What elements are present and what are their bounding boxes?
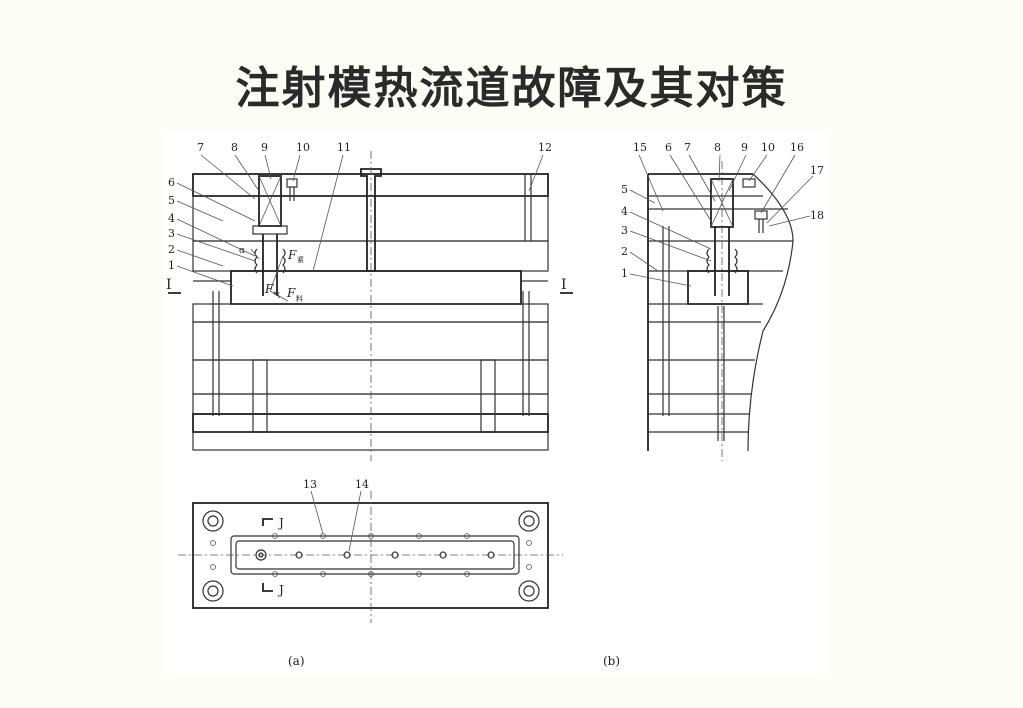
view-b-leaders [629, 154, 814, 287]
label-b-2: 2 [621, 245, 628, 258]
label-b-15: 15 [633, 141, 647, 154]
page-title: 注射模热流道故障及其对策 [235, 63, 788, 114]
label-b-1: 1 [621, 267, 628, 280]
hot-runner-mold-figure: 7 8 9 10 11 12 6 5 4 3 2 1 I I α F 紧 F 气 [163, 131, 828, 676]
mold-drawing: 7 8 9 10 11 12 6 5 4 3 2 1 I I α F 紧 F 气 [166, 141, 824, 668]
label-2: 2 [168, 243, 175, 256]
label-10: 10 [296, 141, 310, 154]
force-melt-sub: 料 [296, 294, 303, 303]
label-7: 7 [197, 141, 204, 154]
label-13: 13 [303, 478, 317, 491]
label-12: 12 [538, 141, 552, 154]
label-5: 5 [168, 194, 175, 207]
label-b-17: 17 [810, 164, 824, 177]
label-b-10: 10 [761, 141, 775, 154]
label-b-16: 16 [790, 141, 804, 154]
plan-view: 13 14 J J [178, 478, 563, 623]
force-gas: F [264, 282, 274, 296]
label-b-4: 4 [621, 205, 628, 218]
force-gas-sub: 气 [273, 290, 280, 299]
label-b-6: 6 [665, 141, 672, 154]
section-mark-i-left: I [166, 277, 172, 293]
label-11: 11 [337, 141, 351, 154]
view-a-part-numbers: 7 8 9 10 11 12 6 5 4 3 2 1 [168, 141, 552, 272]
caption-a: (a) [288, 654, 305, 668]
label-8: 8 [231, 141, 238, 154]
label-4: 4 [168, 212, 175, 225]
view-b-part-numbers: 15 6 7 8 9 10 16 17 18 5 4 3 2 1 [621, 141, 824, 280]
force-melt: F [286, 286, 296, 300]
view-b-section [647, 161, 794, 461]
section-mark-j-top: J [277, 516, 284, 530]
label-b-5: 5 [621, 183, 628, 196]
label-b-3: 3 [621, 224, 628, 237]
label-1: 1 [168, 259, 175, 272]
label-b-18: 18 [810, 209, 824, 222]
view-a-section [168, 151, 573, 461]
label-b-9: 9 [741, 141, 748, 154]
section-mark-i-right: I [561, 277, 567, 293]
label-6: 6 [168, 176, 175, 189]
view-a-annotations: I I α F 紧 F 气 F 料 [166, 246, 567, 303]
view-a-leaders [176, 154, 544, 287]
label-b-8: 8 [714, 141, 721, 154]
force-clamp-sub: 紧 [297, 255, 304, 264]
force-clamp: F [287, 248, 297, 262]
label-14: 14 [355, 478, 369, 491]
label-3: 3 [168, 227, 175, 240]
label-9: 9 [261, 141, 268, 154]
caption-b: (b) [603, 654, 620, 668]
section-mark-j-bottom: J [277, 583, 284, 597]
angle-alpha: α [239, 246, 245, 256]
label-b-7: 7 [684, 141, 691, 154]
